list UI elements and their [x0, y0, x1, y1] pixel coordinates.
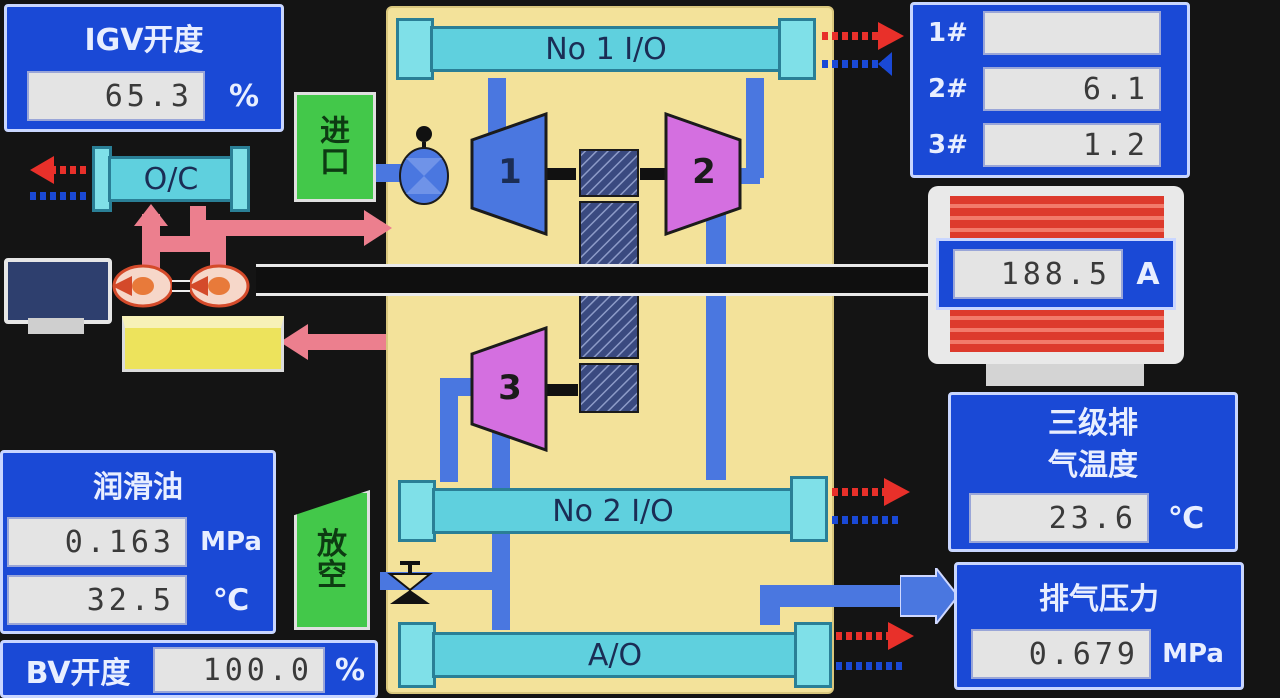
motor-current-panel: 188.5 A: [936, 238, 1176, 310]
oil-tank: [122, 316, 284, 372]
discharge-temp-title-1: 三级排: [1048, 406, 1138, 441]
bv-valve-icon[interactable]: [386, 560, 434, 606]
stage-3-shape-icon: [470, 326, 548, 452]
cooler-endcap: [794, 622, 832, 688]
discharge-pressure-value: 0.679: [971, 629, 1151, 679]
shaft: [640, 168, 666, 180]
channel-value: 1.2: [983, 123, 1161, 167]
oil-pipe: [142, 236, 226, 252]
lube-oil-pressure-unit: MPa: [200, 527, 262, 557]
discharge-temp-title-2: 气温度: [1048, 448, 1138, 483]
pipe: [706, 210, 726, 480]
stage-1-label: 1: [498, 152, 522, 192]
cooling-water-arrows-icon: [832, 478, 910, 524]
bv-panel: BV开度 100.0 %: [0, 640, 378, 698]
lube-oil-pressure: 0.163: [7, 517, 187, 567]
igv-title: IGV开度: [84, 23, 204, 58]
channel-value: 6.1: [983, 67, 1161, 111]
motor-fins-bottom: [950, 308, 1164, 352]
pipe: [760, 585, 910, 607]
channel-row: 2# 6.1: [913, 63, 1187, 117]
cooler-endcap: [398, 480, 436, 542]
ao-cooler-label: A/O: [432, 632, 798, 678]
igv-valve-icon[interactable]: [398, 124, 450, 208]
channel-row: 1#: [913, 7, 1187, 61]
lube-oil-panel: 润滑油 0.163 MPa 32.5 ℃: [0, 450, 276, 634]
cooling-water-arrows-icon: [836, 622, 914, 670]
stage-1-compressor[interactable]: 1: [470, 112, 550, 236]
cooler-endcap: [778, 18, 816, 80]
motor-current-unit: A: [1136, 256, 1160, 292]
oil-pump-motor-icon: [4, 258, 112, 324]
oil-pump-icon[interactable]: [188, 262, 250, 310]
channel-label: 1#: [928, 18, 968, 48]
cooler-endcap: [396, 18, 434, 80]
channel-row: 3# 1.2: [913, 119, 1187, 173]
bv-value: 100.0: [153, 647, 325, 693]
discharge-temp-panel: 三级排 气温度 23.6 ℃: [948, 392, 1238, 552]
inlet-filter-box[interactable]: 进口: [294, 92, 376, 202]
discharge-temp-value: 23.6: [969, 493, 1149, 543]
stage-2-shape-icon: [664, 112, 742, 236]
shaft: [546, 384, 578, 396]
motor-shaft: [256, 264, 936, 296]
bv-title: BV开度: [25, 656, 131, 691]
motor-current-value: 188.5: [953, 249, 1123, 299]
cooler-endcap: [790, 476, 828, 542]
no2-cooler[interactable]: No 2 I/O: [398, 476, 828, 542]
bv-unit: %: [334, 652, 366, 688]
oil-pump-motor-base: [28, 318, 84, 334]
igv-unit: %: [228, 78, 260, 114]
motor-fins-top: [950, 196, 1164, 240]
lube-oil-title: 润滑油: [93, 470, 183, 505]
discharge-pressure-unit: MPa: [1162, 639, 1224, 669]
oil-pipe: [190, 220, 370, 236]
stage-1-shape-icon: [470, 112, 548, 236]
oil-flow-arrow-icon: [280, 324, 308, 360]
ao-cooler[interactable]: A/O: [398, 622, 832, 688]
discharge-pressure-panel: 排气压力 0.679 MPa: [954, 562, 1244, 690]
oil-flow-arrow-icon: [134, 204, 168, 226]
lube-oil-temp: 32.5: [7, 575, 187, 625]
channel-table: 1# 2# 6.1 3# 1.2: [910, 2, 1190, 178]
no1-cooler-label: No 1 I/O: [430, 26, 782, 72]
lube-oil-temp-unit: ℃: [212, 582, 250, 618]
cooling-water-arrows-icon: [30, 156, 90, 200]
stage-3-label: 3: [498, 368, 522, 408]
igv-panel: IGV开度 65.3 %: [4, 4, 284, 132]
pipe: [440, 378, 458, 482]
cooler-endcap: [398, 622, 436, 688]
oil-pump-link: [172, 280, 190, 292]
cooling-water-arrows-icon: [822, 22, 904, 76]
pipe: [746, 78, 764, 178]
stage-2-compressor[interactable]: 2: [664, 112, 744, 236]
cooler-endcap: [230, 146, 250, 212]
oil-pump-icon[interactable]: [112, 262, 174, 310]
channel-label: 3#: [928, 130, 968, 160]
channel-label: 2#: [928, 74, 968, 104]
main-motor[interactable]: 188.5 A: [928, 186, 1184, 364]
shaft: [544, 168, 576, 180]
igv-value: 65.3: [27, 71, 205, 121]
oil-flow-arrow-icon: [364, 210, 392, 246]
discharge-temp-unit: ℃: [1167, 500, 1205, 536]
stage-2-label: 2: [692, 152, 716, 192]
no1-cooler[interactable]: No 1 I/O: [396, 18, 816, 80]
blowoff-box[interactable]: 放空: [294, 490, 370, 630]
pipe: [372, 164, 404, 182]
no2-cooler-label: No 2 I/O: [432, 488, 794, 534]
discharge-arrow-icon: [900, 568, 960, 624]
oc-cooler-label: O/C: [108, 156, 234, 202]
channel-value: [983, 11, 1161, 55]
oil-pipe: [300, 334, 386, 350]
discharge-pressure-title: 排气压力: [1039, 582, 1159, 617]
motor-base: [986, 364, 1144, 386]
stage-3-compressor[interactable]: 3: [470, 326, 550, 452]
oc-cooler[interactable]: O/C: [92, 146, 250, 212]
